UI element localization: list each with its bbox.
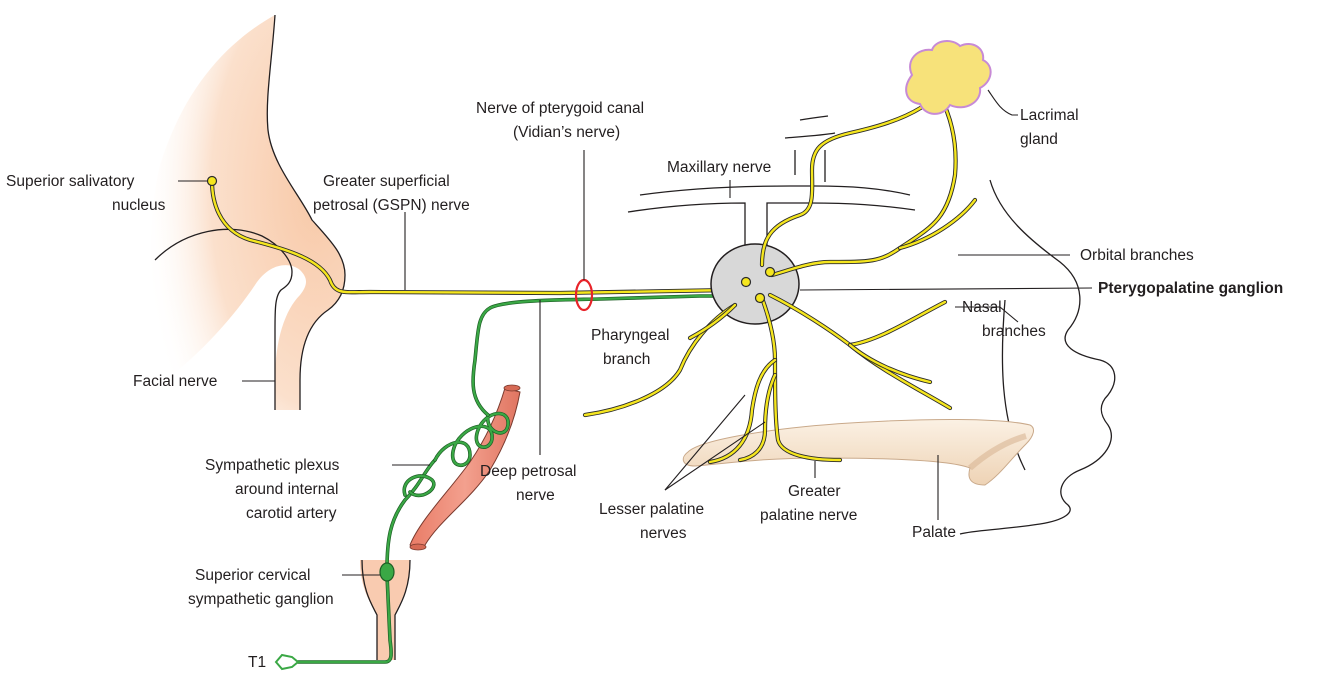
vidian-nerve-marker	[576, 280, 592, 310]
label-sympathetic-plexus-2: around internal	[235, 481, 338, 498]
label-lacrimal-gland-1: Lacrimal	[1020, 107, 1079, 124]
label-gspn-1: Greater superficial	[323, 173, 450, 190]
label-vidian-2: (Vidian’s nerve)	[513, 124, 620, 141]
label-greater-palatine-1: Greater	[788, 483, 841, 500]
label-pharyngeal-branch-2: branch	[603, 351, 650, 368]
label-superior-cervical-2: sympathetic ganglion	[188, 591, 334, 608]
label-gspn-2: petrosal (GSPN) nerve	[313, 197, 470, 214]
label-pterygopalatine-ganglion: Pterygopalatine ganglion	[1098, 280, 1283, 297]
label-vidian-1: Nerve of pterygoid canal	[476, 100, 644, 117]
maxillary-nerve-outline	[628, 116, 915, 245]
label-superior-salivatory-nucleus-1: Superior salivatory	[6, 173, 135, 190]
label-nasal-branches-1: Nasal	[962, 299, 1002, 316]
label-t1: T1	[248, 654, 266, 671]
label-orbital-branches: Orbital branches	[1080, 247, 1194, 264]
label-lesser-palatine-1: Lesser palatine	[599, 501, 704, 518]
label-lacrimal-gland-2: gland	[1020, 131, 1058, 148]
label-pharyngeal-branch-1: Pharyngeal	[591, 327, 669, 344]
sympathetic-pathway	[276, 296, 722, 669]
label-sympathetic-plexus-3: carotid artery	[246, 505, 337, 522]
label-lesser-palatine-2: nerves	[640, 525, 687, 542]
label-palate: Palate	[912, 524, 956, 541]
label-sympathetic-plexus-1: Sympathetic plexus	[205, 457, 340, 474]
label-nasal-branches-2: branches	[982, 323, 1046, 340]
label-facial-nerve: Facial nerve	[133, 373, 217, 390]
lacrimal-gland	[906, 41, 990, 114]
label-maxillary-nerve: Maxillary nerve	[667, 159, 771, 176]
label-deep-petrosal-1: Deep petrosal	[480, 463, 577, 480]
label-superior-salivatory-nucleus-2: nucleus	[112, 197, 166, 214]
label-deep-petrosal-2: nerve	[516, 487, 555, 504]
label-superior-cervical-1: Superior cervical	[195, 567, 310, 584]
label-greater-palatine-2: palatine nerve	[760, 507, 857, 524]
